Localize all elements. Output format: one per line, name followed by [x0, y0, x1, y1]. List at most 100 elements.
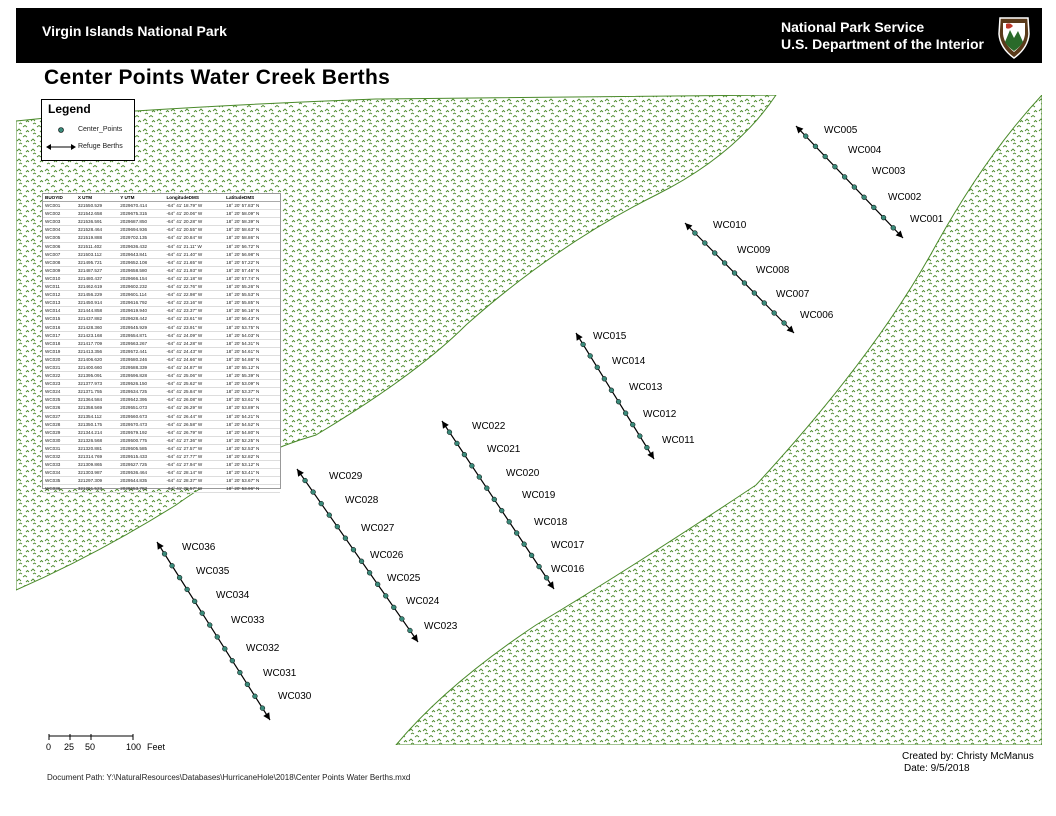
table-cell: 321297.309 — [75, 476, 119, 486]
center-point[interactable] — [399, 616, 405, 622]
center-point[interactable] — [446, 429, 453, 435]
center-point[interactable] — [491, 496, 497, 503]
table-cell: 2029619.940 — [118, 306, 165, 316]
center-point[interactable] — [499, 507, 505, 514]
center-point[interactable] — [169, 563, 175, 569]
center-point[interactable] — [644, 444, 650, 451]
table-cell: 321395.091 — [75, 371, 119, 381]
center-point[interactable] — [771, 310, 777, 316]
table-cell: WC026 — [43, 403, 76, 413]
center-point[interactable] — [222, 646, 228, 652]
center-point[interactable] — [543, 575, 550, 581]
center-point[interactable] — [214, 634, 220, 640]
center-point[interactable] — [391, 604, 397, 611]
center-point[interactable] — [229, 658, 235, 664]
center-point[interactable] — [803, 133, 809, 139]
center-point[interactable] — [692, 230, 698, 236]
center-point[interactable] — [712, 250, 718, 256]
center-point[interactable] — [358, 558, 365, 564]
center-point[interactable] — [637, 433, 643, 439]
center-point[interactable] — [536, 563, 542, 570]
center-point[interactable] — [601, 376, 608, 382]
center-point[interactable] — [580, 341, 586, 348]
table-cell: -64° 41' 28.14" W — [164, 468, 225, 478]
center-point[interactable] — [366, 570, 373, 576]
center-point[interactable] — [521, 541, 527, 547]
center-point[interactable] — [350, 547, 357, 553]
center-point[interactable] — [721, 260, 728, 266]
arrowhead-icon — [263, 712, 270, 720]
center-point[interactable] — [259, 705, 266, 711]
center-point[interactable] — [244, 681, 251, 688]
center-point[interactable] — [252, 693, 258, 699]
center-point[interactable] — [741, 280, 748, 286]
table-cell: WC007 — [43, 250, 76, 259]
center-point[interactable] — [861, 194, 867, 200]
center-point[interactable] — [383, 593, 389, 599]
table-cell: -64° 41' 26.58" W — [164, 420, 225, 429]
center-point[interactable] — [608, 387, 615, 393]
center-point[interactable] — [812, 143, 819, 150]
center-point[interactable] — [890, 225, 896, 231]
center-point[interactable] — [199, 610, 205, 616]
center-point[interactable] — [461, 451, 468, 458]
center-point[interactable] — [871, 204, 877, 211]
center-point[interactable] — [318, 500, 324, 507]
center-point[interactable] — [622, 410, 629, 416]
center-point[interactable] — [851, 184, 858, 190]
center-point[interactable] — [702, 240, 708, 246]
berths-layer: WC001WC002WC003WC004WC005WC006WC007WC008… — [156, 125, 944, 721]
table-cell: 2029602.232 — [118, 282, 165, 292]
center-point[interactable] — [761, 300, 767, 306]
center-point[interactable] — [514, 530, 520, 536]
center-point[interactable] — [407, 627, 413, 634]
center-point[interactable] — [184, 586, 190, 593]
center-point[interactable] — [484, 485, 490, 491]
table-header-cell: Y UTM — [118, 194, 165, 203]
center-point[interactable] — [334, 524, 340, 530]
table-cell: 18° 20' 54.52" N — [224, 420, 280, 429]
center-point[interactable] — [476, 474, 482, 480]
center-point[interactable] — [176, 574, 183, 581]
center-point[interactable] — [880, 214, 887, 221]
center-point[interactable] — [841, 174, 848, 180]
center-point[interactable] — [207, 622, 213, 628]
center-point[interactable] — [731, 270, 738, 276]
table-cell: 18° 20' 52.82" N — [224, 452, 280, 462]
center-point[interactable] — [594, 364, 600, 371]
center-point[interactable] — [237, 669, 243, 676]
center-point[interactable] — [469, 463, 475, 469]
center-point[interactable] — [342, 535, 349, 541]
center-point[interactable] — [302, 477, 308, 484]
center-point[interactable] — [587, 353, 593, 359]
center-point[interactable] — [822, 153, 828, 160]
center-point[interactable] — [506, 519, 512, 525]
scale-unit: Feet — [147, 742, 166, 752]
center-point[interactable] — [630, 421, 636, 428]
center-point[interactable] — [615, 399, 622, 405]
center-point[interactable] — [832, 164, 838, 170]
table-cell: 321291.523 — [75, 484, 119, 494]
center-point[interactable] — [454, 440, 460, 447]
center-point[interactable] — [326, 512, 332, 518]
center-point[interactable] — [310, 489, 316, 495]
center-point[interactable] — [528, 552, 535, 559]
center-point[interactable] — [781, 320, 787, 326]
center-point[interactable] — [375, 581, 381, 587]
arrowhead-icon — [547, 581, 554, 589]
center-point[interactable] — [161, 551, 168, 557]
table-cell: WC022 — [43, 371, 76, 381]
center-point[interactable] — [751, 290, 758, 296]
table-cell: 321314.769 — [75, 452, 119, 462]
table-cell: 2029628.442 — [118, 314, 165, 324]
center-point[interactable] — [192, 598, 198, 604]
arrowhead-icon — [647, 451, 654, 459]
buoy-label: WC013 — [629, 382, 663, 393]
